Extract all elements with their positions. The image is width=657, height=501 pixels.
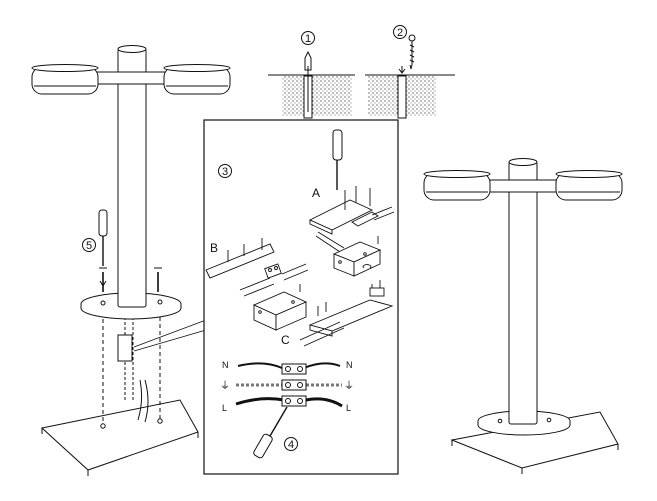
left-ground-plane <box>40 399 199 471</box>
svg-text:L: L <box>222 403 227 413</box>
step-1-marker: 1 <box>301 31 315 45</box>
step-3-marker: 3 <box>218 164 232 178</box>
svg-text:N: N <box>346 360 353 370</box>
screw-icon <box>398 34 416 74</box>
left-lamp-head-a <box>31 64 99 95</box>
detail-label-a: A <box>312 186 320 200</box>
left-lamp-head-b <box>163 64 231 95</box>
wiring-detail-panel <box>203 119 399 475</box>
terminal-block-icon <box>281 363 307 407</box>
detail-label-b: B <box>210 241 218 255</box>
detail-label-c: C <box>281 333 290 347</box>
step-2-marker: 2 <box>393 25 407 39</box>
svg-text:4: 4 <box>288 439 294 451</box>
screwdriver-icon <box>98 209 108 266</box>
junction-box-icon <box>332 236 382 277</box>
left-bollard-lamp <box>31 45 231 476</box>
svg-text:N: N <box>222 360 229 370</box>
junction-box-icon <box>252 284 308 331</box>
step-4-marker: 4 <box>284 437 298 451</box>
svg-text:3: 3 <box>222 166 228 178</box>
wall-plug-anchor-icon <box>304 50 312 112</box>
part-b-assembly <box>205 238 309 297</box>
ground-symbol-icon: ⏚ <box>220 380 230 392</box>
right-bollard-lamp <box>423 158 623 474</box>
terminal-wiring: N N ⏚ ⏚ L L <box>220 360 354 413</box>
part-c-assembly <box>299 280 394 347</box>
step-5-marker: 5 <box>82 238 96 252</box>
ground-symbol-icon: ⏚ <box>344 380 354 392</box>
left-pole <box>117 48 147 308</box>
step5-screws <box>99 267 162 292</box>
svg-text:2: 2 <box>397 27 403 39</box>
svg-text:L: L <box>346 403 351 413</box>
part-a-assembly <box>308 186 395 253</box>
drill-step-2: 2 <box>365 25 455 119</box>
right-pole <box>508 161 538 425</box>
drill-step-1: 1 <box>268 31 355 119</box>
screwdriver-icon <box>253 406 288 459</box>
right-lamp-head-b <box>555 170 623 201</box>
screwdriver-icon <box>332 129 343 190</box>
svg-text:5: 5 <box>86 240 92 252</box>
terminal-block-icon <box>264 263 282 279</box>
right-lamp-head-a <box>423 170 491 201</box>
svg-text:1: 1 <box>305 33 311 45</box>
